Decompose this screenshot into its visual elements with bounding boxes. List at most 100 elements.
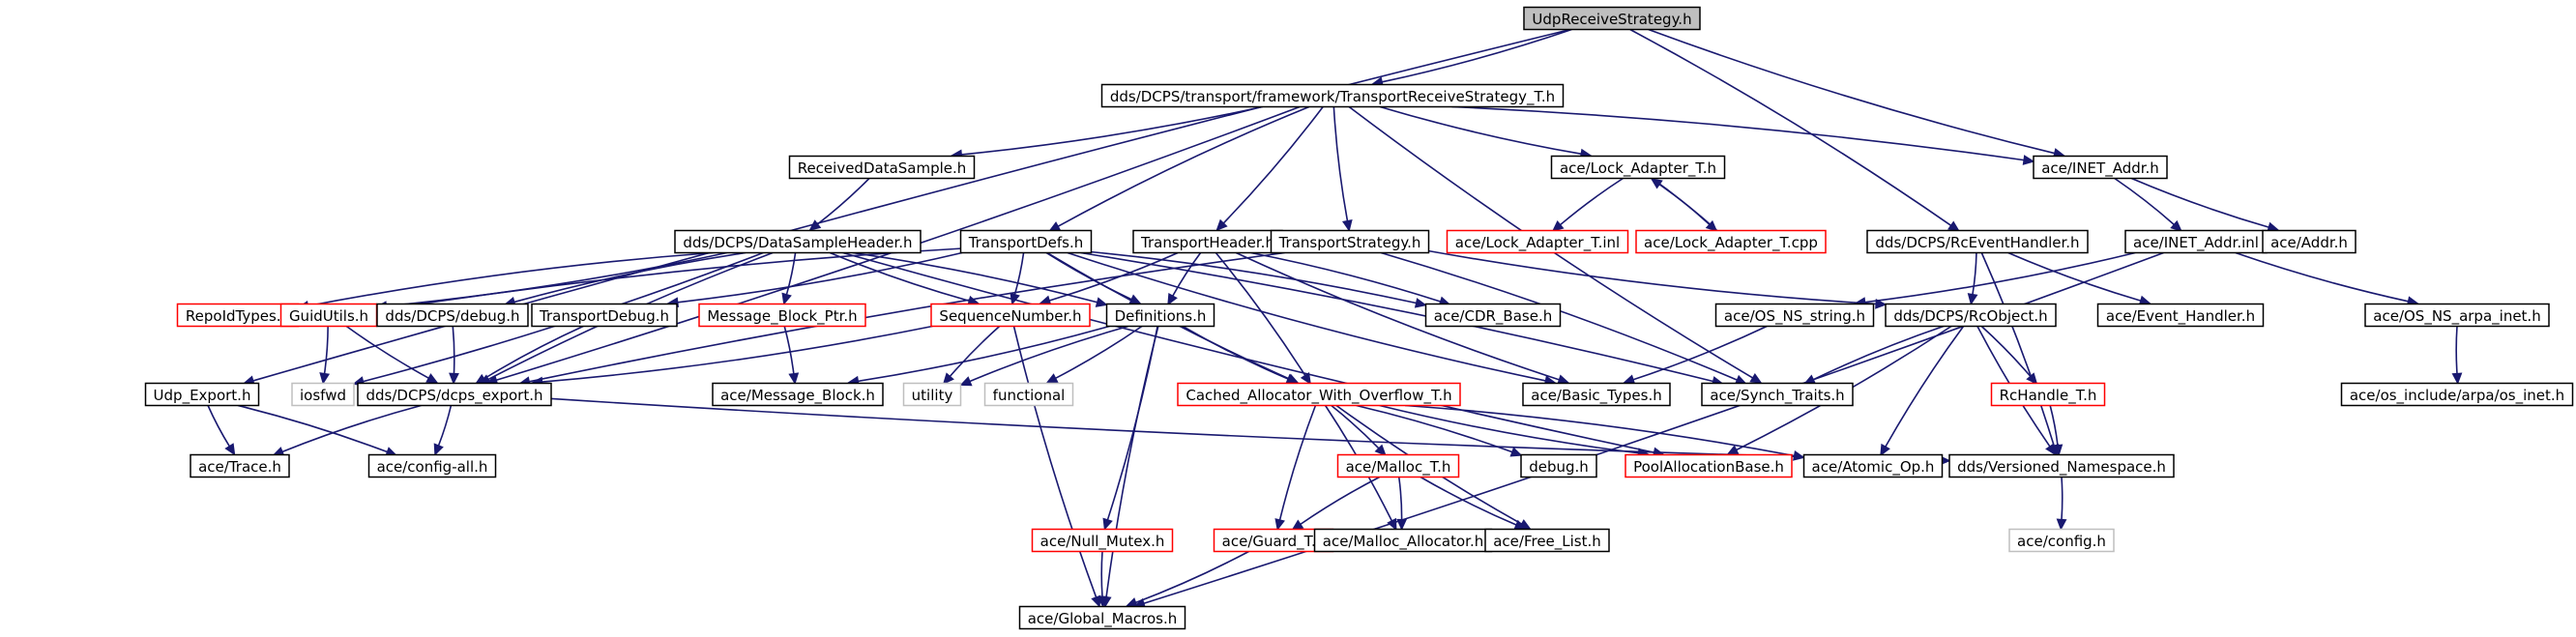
edge-line: [281, 404, 422, 453]
node-config-all[interactable]: ace/config-all.h: [367, 453, 497, 478]
edge-arrowhead: [2052, 444, 2064, 457]
edge-tdefs-to-seqnum: [1010, 252, 1025, 305]
node-box: [367, 453, 497, 478]
edge-arrowhead: [1300, 371, 1311, 386]
edge-arrowhead: [1102, 517, 1113, 531]
node-cdr[interactable]: ace/CDR_Base.h: [1424, 303, 1562, 328]
node-root[interactable]: UdpReceiveStrategy.h: [1523, 6, 1701, 31]
edge-line: [345, 325, 429, 379]
node-defs[interactable]: Definitions.h: [1105, 303, 1215, 328]
node-free-list[interactable]: ace/Free_List.h: [1484, 528, 1610, 553]
edge-arrowhead: [1010, 292, 1020, 305]
node-functional[interactable]: functional: [983, 382, 1074, 407]
edge-malloc-t-to-guard: [1291, 476, 1381, 531]
node-malloc-t[interactable]: ace/Malloc_T.h: [1336, 453, 1460, 478]
node-malloc-alloc[interactable]: ace/Malloc_Allocator.h: [1313, 528, 1493, 553]
edge-arrowhead: [1274, 518, 1285, 532]
edge-line: [483, 325, 584, 380]
node-rds[interactable]: ReceivedDataSample.h: [788, 155, 976, 180]
edge-line: [1235, 251, 1560, 381]
node-inet-inl[interactable]: ace/INET_Addr.inl: [2124, 229, 2268, 254]
edge-line: [1080, 251, 1713, 383]
node-box: [1714, 303, 1875, 328]
node-dcps-export[interactable]: dds/DCPS/dcps_export.h: [357, 382, 552, 407]
node-box: [1424, 303, 1562, 328]
node-atomic[interactable]: ace/Atomic_Op.h: [1802, 453, 1944, 478]
node-tdefs[interactable]: TransportDefs.h: [959, 229, 1093, 254]
edge-arrowhead: [1215, 218, 1228, 232]
node-versioned[interactable]: dds/Versioned_Namespace.h: [1948, 453, 2175, 478]
node-synch-traits[interactable]: ace/Synch_Traits.h: [1701, 382, 1854, 407]
node-trs-t[interactable]: dds/DCPS/transport/framework/TransportRe…: [1100, 83, 1565, 108]
node-seqnum[interactable]: SequenceNumber.h: [930, 303, 1091, 328]
node-label: ace/Lock_Adapter_T.cpp: [1644, 234, 1818, 252]
node-evh[interactable]: ace/Event_Handler.h: [2096, 303, 2265, 328]
edge-arrowhead: [1509, 447, 1523, 457]
node-box: [1635, 229, 1827, 254]
node-cawo[interactable]: Cached_Allocator_With_Overflow_T.h: [1177, 382, 1461, 407]
edge-defs-to-global-macros: [1100, 326, 1159, 609]
node-theader[interactable]: TransportHeader.h: [1132, 229, 1283, 254]
edge-line: [1560, 177, 1624, 226]
node-box: [190, 453, 290, 478]
node-mbptr[interactable]: Message_Block_Ptr.h: [698, 303, 866, 328]
node-ace-config[interactable]: ace/config.h: [2008, 528, 2115, 553]
node-debug-plain[interactable]: debug.h: [1520, 453, 1597, 478]
node-lock-cpp[interactable]: ace/Lock_Adapter_T.cpp: [1635, 229, 1827, 254]
node-box: [2008, 528, 2115, 553]
node-osns-str[interactable]: ace/OS_NS_string.h: [1714, 303, 1875, 328]
node-iosfwd[interactable]: iosfwd: [291, 382, 355, 407]
node-label: PoolAllocationBase.h: [1633, 458, 1784, 476]
node-tstrategy[interactable]: TransportStrategy.h: [1270, 229, 1430, 254]
node-utility[interactable]: utility: [902, 382, 962, 407]
node-guard[interactable]: ace/Guard_T.h: [1213, 528, 1334, 553]
node-udp-export[interactable]: Udp_Export.h: [144, 382, 260, 407]
node-addr[interactable]: ace/Addr.h: [2262, 229, 2356, 254]
node-lock-inl[interactable]: ace/Lock_Adapter_T.inl: [1446, 229, 1629, 254]
edge-trs-t-to-tstrategy: [1332, 106, 1353, 232]
node-inet-addr[interactable]: ace/INET_Addr.h: [2033, 155, 2168, 180]
edge-line: [785, 252, 797, 295]
edge-lock-cpp-to-lock-adapter: [1650, 178, 1718, 232]
edge-arrowhead: [1880, 443, 1890, 457]
node-lock-adapter[interactable]: ace/Lock_Adapter_T.h: [1550, 155, 1726, 180]
node-label: ace/Free_List.h: [1493, 533, 1601, 551]
node-label: SequenceNumber.h: [939, 307, 1081, 325]
edge-line: [1632, 325, 1768, 381]
edge-arrowhead: [1125, 597, 1139, 608]
edge-line: [1049, 251, 1179, 302]
node-label: dds/DCPS/debug.h: [385, 307, 519, 325]
node-repoid[interactable]: RepoIdTypes.h: [176, 303, 300, 328]
node-debug-h[interactable]: dds/DCPS/debug.h: [376, 303, 529, 328]
node-poolalloc[interactable]: PoolAllocationBase.h: [1625, 453, 1793, 478]
node-basic-types[interactable]: ace/Basic_Types.h: [1522, 382, 1671, 407]
node-rceh[interactable]: dds/DCPS/RcEventHandler.h: [1866, 229, 2089, 254]
edge-dsh-to-defs: [852, 251, 1108, 307]
node-null-mutex[interactable]: ace/Null_Mutex.h: [1031, 528, 1174, 553]
edge-line: [386, 251, 727, 307]
edge-line: [437, 405, 453, 447]
node-osns-arpa[interactable]: ace/OS_NS_arpa_inet.h: [2364, 303, 2550, 328]
node-box: [1550, 155, 1726, 180]
node-global-macros[interactable]: ace/Global_Macros.h: [1018, 605, 1186, 630]
node-label: ace/Addr.h: [2270, 234, 2348, 251]
node-tdebug[interactable]: TransportDebug.h: [531, 303, 678, 328]
node-box: [1446, 229, 1629, 254]
edge-dsh-to-poolalloc: [842, 251, 1665, 458]
edge-line: [1629, 28, 1952, 226]
node-rcobj[interactable]: dds/DCPS/RcObject.h: [1885, 303, 2057, 328]
edge-cawo-to-guard: [1274, 405, 1317, 532]
node-os-inet[interactable]: ace/os_include/arpa/os_inet.h: [2340, 382, 2574, 407]
node-ace-mb[interactable]: ace/Message_Block.h: [712, 382, 884, 407]
node-guidutils[interactable]: GuidUtils.h: [279, 303, 378, 328]
node-label: ace/CDR_Base.h: [1434, 307, 1552, 326]
edge-arrowhead: [433, 443, 444, 456]
edge-line: [1885, 326, 1965, 448]
node-trace[interactable]: ace/Trace.h: [190, 453, 290, 478]
edge-rceh-to-evh: [2007, 251, 2152, 306]
node-dsh[interactable]: dds/DCPS/DataSampleHeader.h: [674, 229, 922, 254]
edge-line: [1091, 250, 1417, 304]
node-rchandle[interactable]: RcHandle_T.h: [1990, 382, 2106, 407]
edge-defs-to-functional: [1045, 325, 1143, 384]
